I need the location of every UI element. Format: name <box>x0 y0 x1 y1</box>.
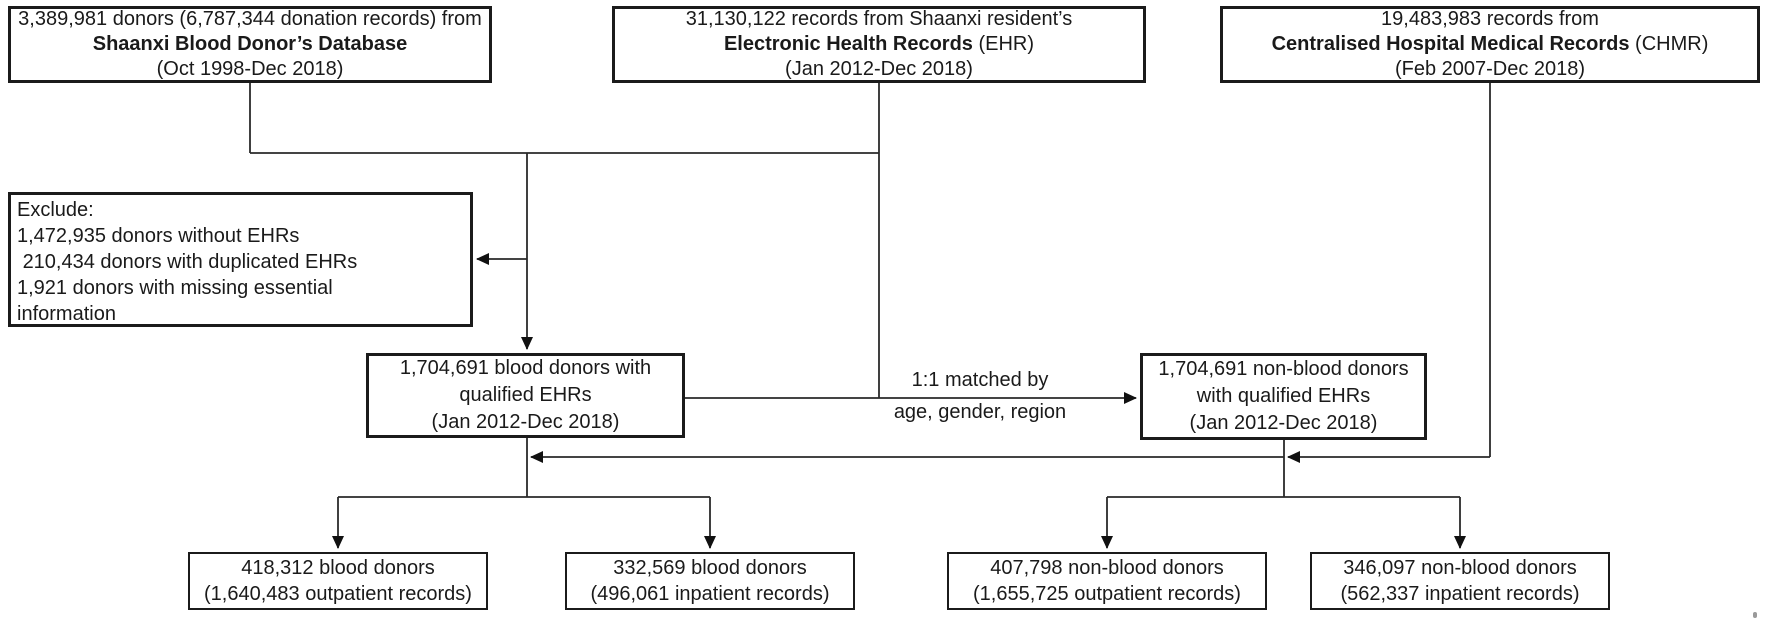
nonblood-inpatient-line1: 346,097 non-blood donors <box>1343 557 1577 579</box>
box-blood-donor-database-line3: (Oct 1998-Dec 2018) <box>156 58 344 80</box>
match-label-line1: 1:1 matched by <box>911 369 1049 391</box>
blood-cohort-line3: (Jan 2012-Dec 2018) <box>431 411 620 433</box>
box-blood-donor-database-line1: 3,389,981 donors (6,787,344 donation rec… <box>18 8 482 30</box>
box-nonblood-outpatient: 407,798 non-blood donors (1,655,725 outp… <box>947 552 1267 610</box>
box-blood-donor-database: 3,389,981 donors (6,787,344 donation rec… <box>8 6 492 83</box>
nonblood-outpatient-line2: (1,655,725 outpatient records) <box>973 583 1241 605</box>
exclude-item-no-ehr: 1,472,935 donors without EHRs <box>17 225 300 247</box>
box-chmr-line2: Centralised Hospital Medical Records (CH… <box>1271 33 1709 55</box>
match-label-line2: age, gender, region <box>893 401 1067 423</box>
blood-inpatient-line1: 332,569 blood donors <box>613 557 807 579</box>
box-chmr-line1: 19,483,983 records from <box>1381 8 1599 30</box>
blood-cohort-line1: 1,704,691 blood donors with <box>399 357 652 379</box>
box-ehr-line3: (Jan 2012-Dec 2018) <box>785 58 973 80</box>
box-blood-outpatient: 418,312 blood donors (1,640,483 outpatie… <box>188 552 488 610</box>
blood-inpatient-line2: (496,061 inpatient records) <box>590 583 830 605</box>
nonblood-inpatient-line2: (562,337 inpatient records) <box>1340 583 1580 605</box>
box-chmr-source: 19,483,983 records from Centralised Hosp… <box>1220 6 1760 83</box>
nonblood-cohort-line3: (Jan 2012-Dec 2018) <box>1189 412 1378 434</box>
box-ehr-line2: Electronic Health Records (EHR) <box>723 33 1035 55</box>
scan-artifact-speck <box>1753 612 1757 618</box>
blood-outpatient-line1: 418,312 blood donors <box>241 557 435 579</box>
box-ehr-source: 31,130,122 records from Shaanxi resident… <box>612 6 1146 83</box>
box-blood-donors-qualified: 1,704,691 blood donors with qualified EH… <box>366 353 685 438</box>
exclude-item-missing-1: 1,921 donors with missing essential <box>17 277 333 299</box>
nonblood-cohort-line2: with qualified EHRs <box>1196 385 1371 407</box>
box-exclusions: Exclude: 1,472,935 donors without EHRs 2… <box>8 192 473 327</box>
box-nonblood-inpatient: 346,097 non-blood donors (562,337 inpati… <box>1310 552 1610 610</box>
box-nonblood-donors-qualified: 1,704,691 non-blood donors with qualifie… <box>1140 353 1427 440</box>
exclude-item-duplicated: 210,434 donors with duplicated EHRs <box>17 251 358 273</box>
box-blood-inpatient: 332,569 blood donors (496,061 inpatient … <box>565 552 855 610</box>
box-ehr-line1: 31,130,122 records from Shaanxi resident… <box>685 8 1073 30</box>
box-blood-donor-database-line2: Shaanxi Blood Donor’s Database <box>92 33 408 55</box>
box-chmr-line3: (Feb 2007-Dec 2018) <box>1394 58 1586 80</box>
nonblood-outpatient-line1: 407,798 non-blood donors <box>990 557 1224 579</box>
nonblood-cohort-line1: 1,704,691 non-blood donors <box>1158 358 1409 380</box>
exclude-item-missing-2: information <box>17 303 116 325</box>
blood-cohort-line2: qualified EHRs <box>459 384 592 406</box>
blood-outpatient-line2: (1,640,483 outpatient records) <box>204 583 472 605</box>
exclude-header: Exclude: <box>17 199 94 221</box>
